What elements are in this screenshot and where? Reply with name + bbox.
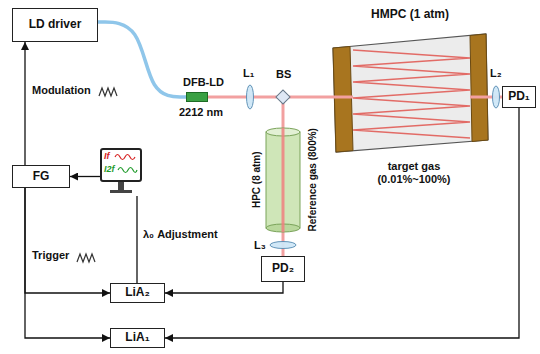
waveform-symbol: [77, 254, 95, 262]
multipass-cell: HMPC (1 atm): [330, 32, 490, 154]
mirror-symbol: [470, 34, 488, 142]
monitor-stand: [118, 182, 124, 190]
photodetector-box: PD₂: [261, 256, 305, 282]
computer-monitor: IfI2f: [100, 148, 142, 196]
laser-beam: [330, 96, 353, 99]
node-label: PD₁: [508, 90, 530, 104]
mirror-symbol: [333, 47, 353, 153]
laser-beam: [353, 50, 470, 138]
node-label: I2f: [104, 164, 115, 174]
photodetector-box: PD₁: [502, 86, 536, 108]
lens-symbol: [493, 86, 500, 108]
node-label: If: [104, 151, 110, 161]
node-label: 2212 nm: [179, 106, 223, 119]
lens-label: L₃: [254, 239, 266, 252]
node-label: HMPC (1 atm): [330, 8, 490, 22]
shape-outline: [330, 32, 490, 154]
signal-label: Modulation: [32, 84, 91, 97]
node-label: LiA₁: [125, 331, 149, 345]
lock-in-box: LiA₂: [110, 283, 165, 303]
node-label: PD₂: [272, 262, 294, 276]
signal-label: Trigger: [32, 249, 69, 262]
signal-wire: [25, 188, 110, 293]
laser-beam: [470, 96, 490, 99]
gas-note: target gas (0.01%~100%): [362, 160, 466, 185]
gas-cylinder: HPC (8 atm)Reference gas (800%): [266, 128, 300, 232]
lens-label: L₂: [490, 67, 502, 80]
laser-diode: DFB-LD2212 nm: [186, 92, 208, 102]
laser-beam: [282, 128, 285, 232]
optical-fiber: [98, 22, 186, 97]
node-label: FG: [33, 170, 50, 184]
waveform-symbol: [115, 155, 135, 160]
laser-beam: [208, 96, 330, 99]
signal-wire: [165, 282, 283, 293]
function-generator-box: FG: [12, 165, 70, 188]
node-label: LD driver: [29, 18, 82, 32]
monitor-stand: [110, 190, 132, 193]
waveform-symbol: [118, 168, 137, 173]
lens-symbol: [247, 85, 254, 109]
lens-label: L₁: [243, 67, 254, 80]
driver-box: LD driver: [12, 8, 98, 42]
node-label: Reference gas (800%): [306, 128, 318, 231]
beam-splitter-symbol: [276, 90, 290, 104]
signal-wire: [24, 42, 25, 165]
waveform-symbol: [99, 88, 117, 96]
node-label: HPC (8 atm): [250, 151, 262, 208]
lock-in-box: LiA₁: [110, 328, 165, 348]
cell-body: [333, 34, 488, 152]
node-label: LiA₂: [125, 286, 150, 300]
shape-outline: [266, 128, 300, 232]
signal-wire: [25, 188, 110, 338]
lens-symbol: [270, 242, 296, 249]
signal-wire: [136, 196, 137, 283]
monitor-screen: [101, 149, 141, 181]
node-label: DFB-LD: [183, 76, 224, 89]
signal-wire: [70, 176, 100, 177]
signal-label: λ₀ Adjustment: [143, 228, 218, 241]
part-label: BS: [276, 68, 291, 81]
